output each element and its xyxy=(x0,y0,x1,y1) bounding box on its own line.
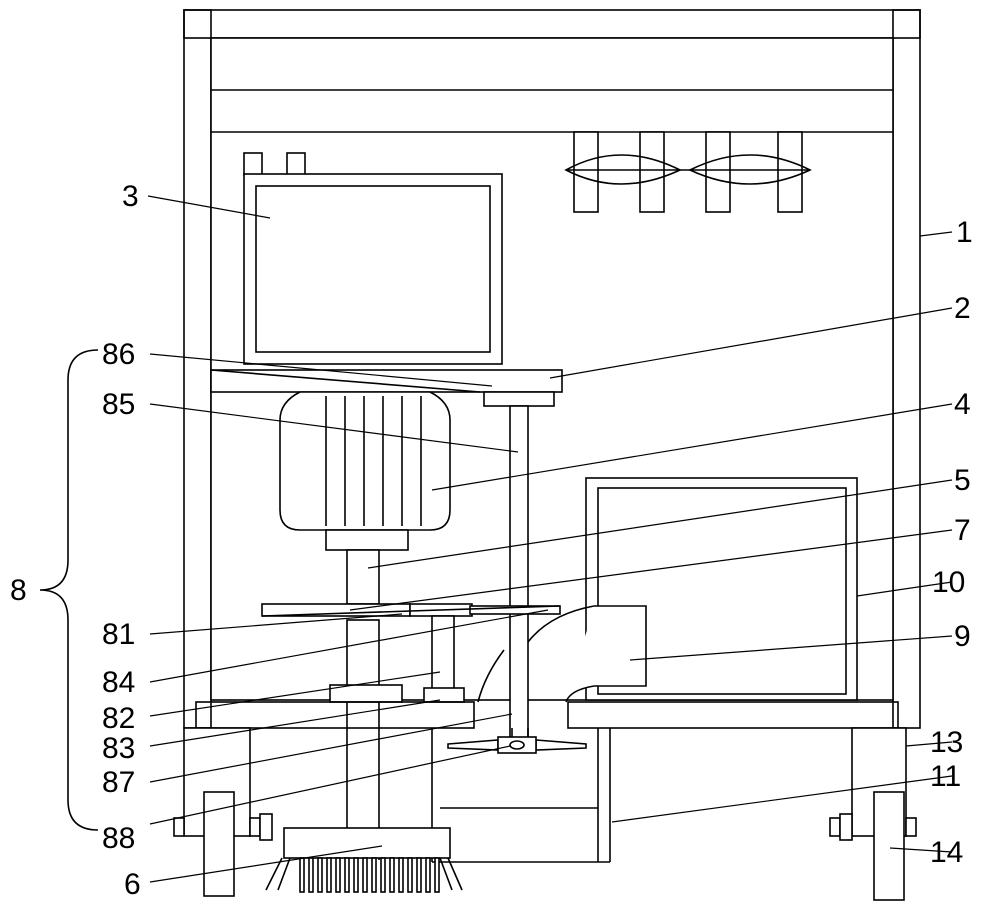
brush-bristle xyxy=(371,857,377,893)
label-83: 83 xyxy=(102,732,135,765)
brush-bristle xyxy=(434,857,440,893)
brush-bristle xyxy=(380,857,386,893)
label-4: 4 xyxy=(954,388,971,421)
callout-labels: 3 1 2 86 85 4 5 7 8 10 81 9 84 82 83 13 … xyxy=(10,180,973,901)
output-shaft xyxy=(346,549,380,860)
label-6: 6 xyxy=(124,868,141,901)
motor xyxy=(279,391,451,551)
label-11: 11 xyxy=(930,760,961,793)
leader-lines xyxy=(147,195,953,883)
brush-bristle xyxy=(425,857,431,893)
brush-bristle xyxy=(416,857,422,893)
control-box xyxy=(243,152,503,365)
label-88: 88 xyxy=(102,822,135,855)
brush-bristle xyxy=(326,857,332,893)
label-86: 86 xyxy=(102,338,135,371)
label-3: 3 xyxy=(122,180,139,213)
label-10: 10 xyxy=(932,566,965,599)
label-8: 8 xyxy=(10,574,27,607)
brush-bristle xyxy=(299,857,305,893)
brush-bristle xyxy=(353,857,359,893)
brush-bristle xyxy=(398,857,404,893)
pipe-elbow xyxy=(477,605,647,703)
right-wheel xyxy=(829,791,917,901)
brush-bristle xyxy=(335,857,341,893)
brush-bristle xyxy=(389,857,395,893)
secondary-shaft xyxy=(329,615,465,703)
brush-bristle xyxy=(362,857,368,893)
label-84: 84 xyxy=(102,666,135,699)
cleaning-brush xyxy=(265,827,463,893)
label-13: 13 xyxy=(930,726,963,759)
vertical-rod xyxy=(509,405,529,741)
label-87: 87 xyxy=(102,766,135,799)
label-5: 5 xyxy=(954,464,971,497)
brush-bristle xyxy=(344,857,350,893)
label-14: 14 xyxy=(930,836,963,869)
top-right-fixture xyxy=(564,131,812,213)
label-7: 7 xyxy=(954,514,971,547)
label-1: 1 xyxy=(956,216,973,249)
label-82: 82 xyxy=(102,702,135,735)
label-81: 81 xyxy=(102,618,135,651)
brush-bristle xyxy=(407,857,413,893)
floor-plates xyxy=(195,701,899,729)
label-85: 85 xyxy=(102,388,135,421)
pulley-belt xyxy=(261,603,561,617)
impeller-fan xyxy=(447,736,587,754)
brush-bristle xyxy=(308,857,314,893)
group-bracket xyxy=(39,349,99,831)
label-9: 9 xyxy=(954,620,971,653)
brush-bristle xyxy=(317,857,323,893)
label-2: 2 xyxy=(954,292,971,325)
